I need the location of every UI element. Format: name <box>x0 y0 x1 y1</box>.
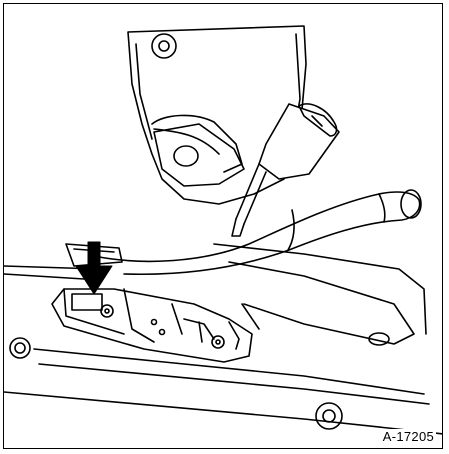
release-lever <box>93 189 422 276</box>
bolt-bottom <box>315 402 343 430</box>
seat-upper-frame <box>127 25 307 205</box>
screwdriver <box>231 103 340 237</box>
illustration-frame: A-17205 <box>3 3 443 449</box>
side-bracket <box>153 123 245 187</box>
bolt-left <box>9 337 31 359</box>
technical-illustration <box>4 25 442 435</box>
pointer-arrow-icon <box>75 241 113 295</box>
bolt-right <box>368 332 390 346</box>
latch-mechanism <box>51 243 253 363</box>
figure-reference-code: A-17205 <box>380 429 436 444</box>
